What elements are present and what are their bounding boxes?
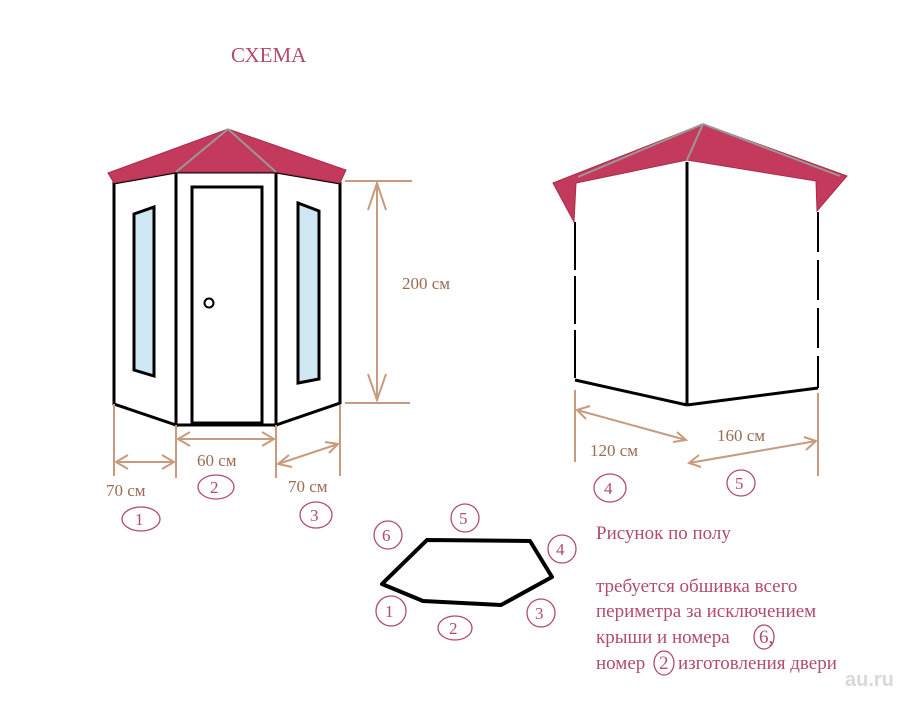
side-left-label: 120 см bbox=[590, 441, 638, 460]
note-line-2: периметра за исключением bbox=[596, 601, 816, 622]
right-width-dimension bbox=[275, 405, 341, 476]
side-right-label: 160 см bbox=[717, 426, 765, 445]
panel-1-number: 1 bbox=[135, 510, 144, 529]
front-roof bbox=[107, 128, 347, 184]
note-line-4: номер 2 изготовления двери bbox=[596, 653, 837, 674]
side-roof-ridge-left bbox=[577, 123, 704, 178]
height-label: 200 см bbox=[402, 274, 450, 293]
vertex-5-number: 5 bbox=[459, 509, 468, 528]
side-left-dimension bbox=[574, 390, 689, 462]
note-6-circle bbox=[753, 624, 775, 650]
left-window bbox=[132, 204, 156, 379]
floor-plan: 1 2 3 4 5 6 bbox=[373, 503, 577, 641]
vertex-3-number: 3 bbox=[535, 604, 544, 623]
note-line-4-suffix: изготовления двери bbox=[678, 653, 837, 674]
note-line-3-suffix: , bbox=[769, 627, 774, 648]
door-width-label: 60 см bbox=[197, 451, 237, 470]
door-width-dimension bbox=[176, 425, 277, 478]
side-roof-ridge-right bbox=[702, 123, 841, 177]
panel-2-number: 2 bbox=[210, 478, 219, 497]
panel-2-circle bbox=[197, 474, 235, 500]
note-line-3-circled: 6 bbox=[759, 627, 769, 648]
note-2-circle bbox=[653, 650, 675, 676]
side-right-dimension bbox=[686, 393, 819, 476]
panel-1-circle bbox=[121, 506, 161, 532]
front-view: 200 см 70 см 60 см 70 см 1 2 bbox=[106, 128, 450, 532]
note-line-3-prefix: крыши и номера bbox=[596, 627, 730, 648]
door bbox=[190, 185, 264, 425]
panel-3-number: 3 bbox=[310, 506, 319, 525]
watermark-logo: au.ru bbox=[845, 669, 894, 691]
diagram-title: СХЕМА bbox=[231, 43, 307, 67]
vertex-1-circle bbox=[375, 595, 407, 627]
vertex-3-circle bbox=[526, 598, 556, 628]
vertex-2-circle bbox=[437, 615, 473, 641]
front-roof-ridge-left bbox=[175, 128, 229, 173]
vertex-2-number: 2 bbox=[449, 619, 458, 638]
right-window bbox=[296, 200, 321, 385]
door-handle bbox=[203, 297, 215, 309]
floor-hexagon bbox=[380, 538, 554, 607]
note-line-4-prefix: номер bbox=[596, 653, 645, 674]
note-line-1: требуется обшивка всего bbox=[596, 576, 797, 597]
panel-5-number: 5 bbox=[735, 474, 744, 493]
vertex-5-circle bbox=[450, 503, 480, 533]
note-line-3: крыши и номера 6, bbox=[596, 627, 773, 648]
right-width-label: 70 см bbox=[288, 477, 328, 496]
vertex-6-number: 6 bbox=[382, 526, 391, 545]
front-roof-ridge-right bbox=[227, 128, 277, 173]
side-bottom-right bbox=[686, 386, 819, 407]
left-width-label: 70 см bbox=[106, 481, 146, 500]
side-roof-ridge-center bbox=[686, 123, 704, 161]
notes: Рисунок по полу требуется обшивка всего … bbox=[596, 523, 837, 676]
side-left-wall bbox=[575, 161, 687, 405]
vertex-4-circle bbox=[547, 534, 577, 564]
panel-5-circle bbox=[726, 469, 756, 497]
height-dimension bbox=[345, 179, 412, 404]
side-view: 120 см 160 см 4 5 bbox=[552, 123, 848, 503]
note-line-4-circled: 2 bbox=[659, 653, 669, 674]
panel-4-circle bbox=[593, 473, 627, 503]
vertex-1-number: 1 bbox=[385, 602, 394, 621]
panel-4-number: 4 bbox=[604, 479, 613, 498]
vertex-4-number: 4 bbox=[556, 540, 565, 559]
side-bottom-left bbox=[574, 378, 688, 407]
left-width-dimension bbox=[113, 404, 177, 478]
vertex-6-circle bbox=[373, 520, 403, 550]
side-right-wall bbox=[687, 161, 818, 405]
floor-caption: Рисунок по полу bbox=[596, 523, 731, 544]
panel-3-circle bbox=[299, 501, 333, 529]
